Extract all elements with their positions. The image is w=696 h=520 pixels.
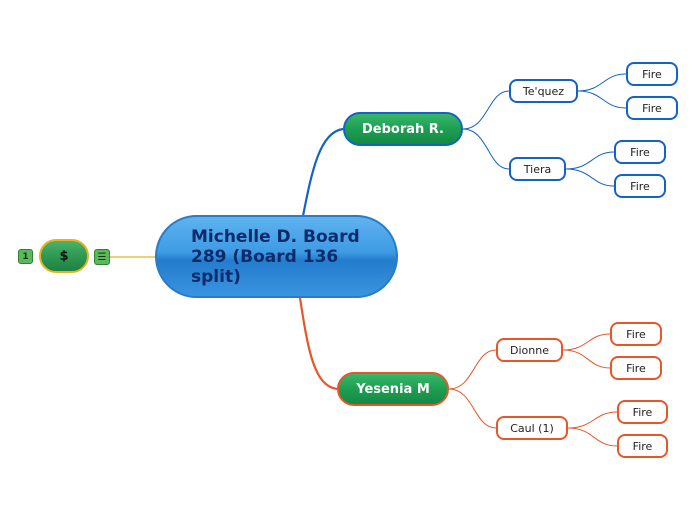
central-topic[interactable]: Michelle D. Board 289 (Board 136 split) [155,215,398,298]
leaf-fire[interactable]: Fire [617,400,668,424]
branch-label: Yesenia M [356,381,430,397]
leaf-label: Fire [642,101,662,115]
leaf-label: Fire [630,145,650,159]
leaf-label: Fire [642,67,662,81]
link-tiera-fire-1 [565,151,615,170]
link-yesenia-caul [448,388,497,429]
topic-count-badge[interactable]: 1 [18,249,33,264]
floating-topic-label: $ [59,248,69,264]
subtopic-tequez[interactable]: Te'quez [509,79,578,103]
branch-deborah[interactable]: Deborah R. [343,112,463,146]
link-deborah-tequez [462,90,510,130]
leaf-fire[interactable]: Fire [626,96,678,120]
subtopic-label: Te'quez [522,84,565,98]
link-yesenia-dionne [448,349,497,390]
subtopic-label: Caul (1) [510,421,554,435]
leaf-label: Fire [630,179,650,193]
subtopic-caul[interactable]: Caul (1) [496,416,568,440]
link-caul-fire-1 [567,411,618,429]
link-deborah-tiera [462,128,510,170]
branch-label: Deborah R. [362,121,444,137]
link-tequez-fire-1 [577,73,627,92]
link-central-deborah [301,127,344,217]
leaf-fire[interactable]: Fire [610,356,662,380]
subtopic-label: Dionne [510,343,549,357]
subtopic-tiera[interactable]: Tiera [509,157,566,181]
leaf-label: Fire [632,439,653,453]
link-tequez-fire-2 [577,90,627,109]
link-tiera-fire-2 [565,168,615,187]
subtopic-dionne[interactable]: Dionne [496,338,563,362]
branch-yesenia[interactable]: Yesenia M [337,372,449,406]
leaf-label: Fire [626,361,646,375]
leaf-fire[interactable]: Fire [626,62,678,86]
leaf-label: Fire [632,405,653,419]
link-dionne-fire-2 [562,349,611,369]
subtopic-label: Tiera [523,162,552,176]
leaf-label: Fire [626,327,646,341]
notes-icon[interactable]: ☰ [94,249,110,265]
leaf-fire[interactable]: Fire [610,322,662,346]
leaf-fire[interactable]: Fire [614,140,666,164]
floating-topic[interactable]: $ [39,239,89,273]
leaf-fire[interactable]: Fire [617,434,668,458]
link-dionne-fire-1 [562,333,611,351]
link-central-yesenia [298,297,338,391]
central-topic-label: Michelle D. Board 289 (Board 136 split) [191,226,360,287]
link-caul-fire-2 [567,427,618,447]
leaf-fire[interactable]: Fire [614,174,666,198]
